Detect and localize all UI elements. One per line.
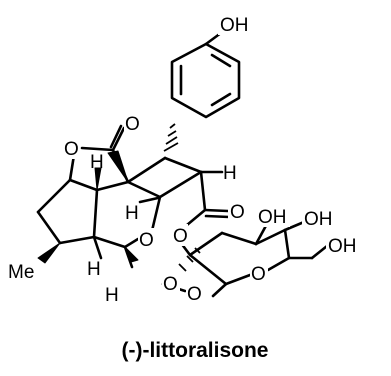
hydrogen-label-2: H (223, 163, 237, 184)
ester-oxygen: O (173, 226, 188, 247)
acetal-oxygen-3: O (187, 284, 202, 305)
hydrogen-label-3: H (125, 203, 139, 224)
atom-labels: OH O O H H H O OH OH O O OH H O Me O O H (8, 13, 360, 306)
bond-skeleton (36, 28, 329, 298)
ester-carbonyl-oxygen: O (230, 202, 245, 223)
glucose-hydroxyl-3: OH (304, 209, 333, 230)
acetal-oxygen-1: O (139, 230, 154, 251)
acetal-oxygen-2: O (163, 274, 178, 295)
methyl-label: Me (8, 262, 34, 283)
hydrogen-label-5: H (105, 285, 119, 306)
glucose-hydroxyl-2: OH (258, 207, 287, 228)
phenol-ring (170, 42, 241, 119)
phenol-hydroxyl-label: OH (220, 15, 249, 36)
hydrogen-label-4: H (87, 259, 101, 280)
hydrogen-label-1: H (90, 152, 104, 173)
hash-bonds (163, 123, 201, 272)
glucose-ring-oxygen: O (251, 264, 266, 285)
glucose-hydroxyl-6: OH (328, 236, 357, 257)
compound-name: (-)-littoralisone (122, 339, 269, 362)
lactone-carbonyl-oxygen: O (125, 114, 140, 135)
lactone-ring-oxygen: O (64, 139, 79, 160)
wedge-bonds (37, 150, 139, 264)
